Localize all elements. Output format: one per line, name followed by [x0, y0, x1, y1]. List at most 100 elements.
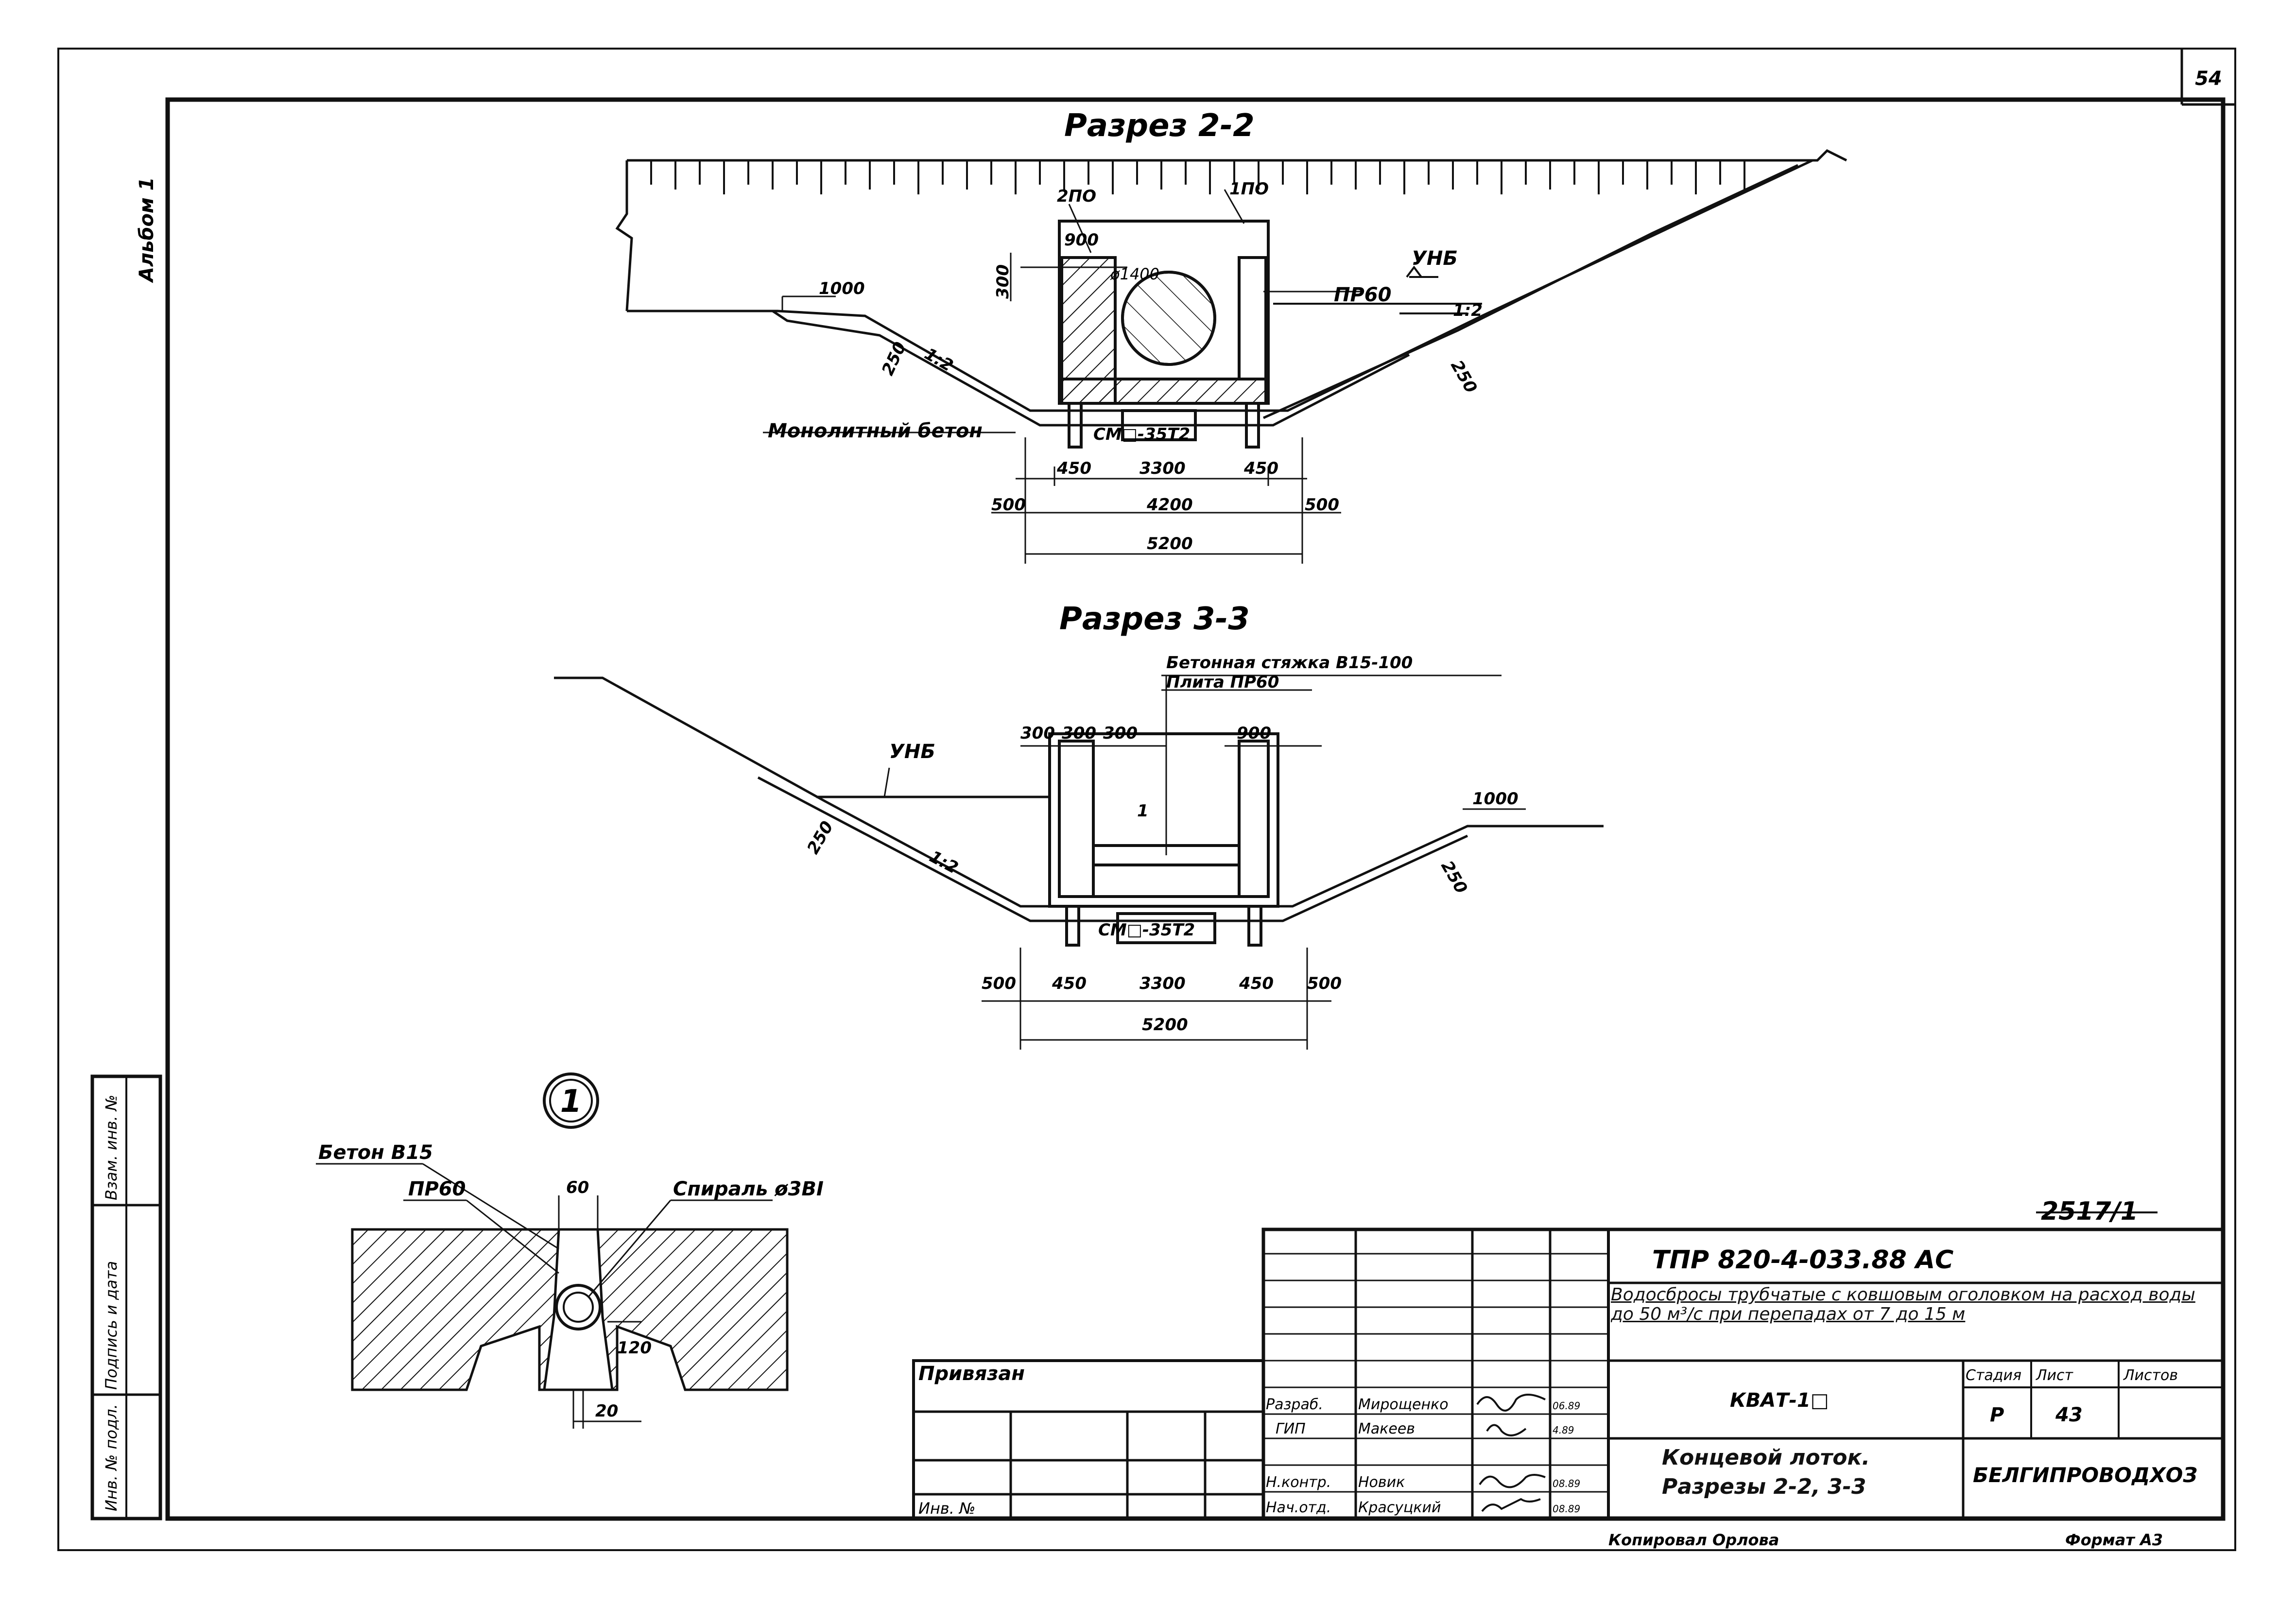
- dim-5200: 5200: [1147, 534, 1193, 553]
- label-node-pr60: ПР60: [408, 1178, 466, 1200]
- dim-900-3: 900: [1237, 724, 1271, 743]
- stamp-inv-podl: Инв. № подл.: [102, 1404, 121, 1511]
- dim-300-a: 300: [1020, 724, 1055, 743]
- section-3-3-structure: [1048, 732, 1279, 947]
- dim-450-left: 450: [1056, 459, 1091, 478]
- dim-4200: 4200: [1146, 495, 1193, 515]
- stamp-inv-replace: Взам. инв. №: [102, 1095, 121, 1200]
- dim-3300-3: 3300: [1139, 974, 1186, 993]
- doc-description: Водосбросы трубчатые с ковшовым оголовко…: [1611, 1285, 2195, 1324]
- dim-1000-3: 1000: [1472, 789, 1519, 809]
- title-block: [912, 1211, 2225, 1521]
- sheets-header: Листов: [2123, 1367, 2178, 1384]
- organization: БЕЛГИПРОВОДХОЗ: [1973, 1463, 2197, 1487]
- signature-mark: [1476, 1394, 1546, 1412]
- label-pipe: ø1400: [1110, 265, 1159, 283]
- dim-450-3-right: 450: [1239, 974, 1274, 993]
- dim-5200-3: 5200: [1142, 1015, 1188, 1035]
- dim-20: 20: [595, 1401, 618, 1421]
- dim-500-3-left: 500: [982, 974, 1016, 993]
- signature-rows: Разраб. Мирощенко 06.89 ГИП Макеев 4.89 …: [1266, 1394, 1580, 1516]
- section-3-3: Разрез 3-3 Б: [554, 601, 1604, 1050]
- node-1-detail: 1 Бетон В15 ПР60 Спираль ø3ВI 60 120 20: [316, 1072, 824, 1429]
- signature-mark: [1486, 1424, 1527, 1436]
- dim-500-left: 500: [991, 495, 1026, 515]
- dim-250-3-right: 250: [1437, 858, 1471, 897]
- label-slope-right: 1:2: [1453, 301, 1483, 320]
- label-pr60: ПР60: [1334, 284, 1391, 306]
- name-razrab: Мирощенко: [1358, 1396, 1449, 1413]
- doc-description-wrap: Водосбросы трубчатые с ковшовым оголовко…: [1611, 1285, 2195, 1324]
- stamp-signature-date: Подпись и дата: [102, 1261, 121, 1390]
- label-block: СМ□-35Т2: [1093, 425, 1190, 444]
- drawing-title: Концевой лоток. Разрезы 2-2, 3-3: [1662, 1445, 1870, 1499]
- dim-1000: 1000: [819, 279, 865, 298]
- dim-450-right: 450: [1243, 459, 1278, 478]
- bound-label: Привязан: [918, 1363, 1025, 1385]
- copied-by: Копировал Орлова: [1608, 1531, 1779, 1549]
- dim-250-3-left: 250: [803, 818, 837, 857]
- label-2po: 2ПО: [1057, 187, 1096, 206]
- doc-code: ТПР 820-4-033.88 АС: [1652, 1245, 1953, 1275]
- date-razrab: 06.89: [1553, 1400, 1580, 1412]
- dim-450-3-left: 450: [1052, 974, 1087, 993]
- section-3-3-title: Разрез 3-3: [1059, 601, 1250, 637]
- dim-900: 900: [1064, 230, 1099, 250]
- inv-label: Инв. №: [918, 1499, 975, 1518]
- section-2-2-title: Разрез 2-2: [1064, 108, 1255, 144]
- date-nachotd: 08.89: [1553, 1503, 1580, 1515]
- dim-250-right: 250: [1447, 357, 1481, 397]
- role-gip: ГИП: [1276, 1420, 1306, 1437]
- name-nachotd: Красуцкий: [1358, 1499, 1441, 1516]
- label-node-ref: 1: [1137, 801, 1149, 821]
- label-concrete-b15: Бетон В15: [318, 1141, 433, 1164]
- section-2-2-structure: [1058, 220, 1270, 449]
- label-slope-left: 1:2: [921, 344, 957, 376]
- sheet-header: Лист: [2036, 1367, 2074, 1384]
- label-spiral: Спираль ø3ВI: [673, 1178, 824, 1200]
- stage-header: Стадия: [1966, 1367, 2021, 1384]
- dim-3300: 3300: [1139, 459, 1186, 478]
- role-razrab: Разраб.: [1266, 1396, 1323, 1413]
- dim-300-c: 300: [1103, 724, 1138, 743]
- label-plate: Плита ПР60: [1166, 673, 1279, 692]
- section-2-2-fill-ticks: [650, 160, 1745, 194]
- signature-mark: [1481, 1498, 1541, 1512]
- label-screed: Бетонная стяжка В15-100: [1166, 653, 1413, 673]
- signature-mark: [1479, 1474, 1546, 1488]
- dim-250-left: 250: [878, 339, 910, 379]
- date-nkontr: 08.89: [1553, 1478, 1580, 1489]
- album-label: Альбом 1: [136, 177, 158, 283]
- node-number: 1: [560, 1084, 582, 1120]
- dim-300-b: 300: [1062, 724, 1096, 743]
- stage-value: Р: [1990, 1404, 2004, 1426]
- section-3-3-leaders: [883, 674, 1526, 1050]
- section-2-2-water: [1273, 265, 1482, 314]
- section-2-2-ground: [615, 149, 1847, 427]
- page-number: 54: [2195, 68, 2222, 90]
- drawing-title-wrap: Концевой лоток. Разрезы 2-2, 3-3: [1662, 1445, 1870, 1499]
- label-unb-3: УНБ: [889, 741, 935, 763]
- label-1po: 1ПО: [1229, 179, 1269, 199]
- label-monolithic: Монолитный бетон: [768, 420, 983, 442]
- dim-300: 300: [993, 264, 1013, 299]
- sheet-ref: 2517/1: [2041, 1197, 2138, 1226]
- dim-500-right: 500: [1305, 495, 1339, 515]
- role-nkontr: Н.контр.: [1266, 1474, 1331, 1491]
- format-label: Формат А3: [2065, 1531, 2163, 1549]
- section-2-2: Разрез 2-2: [615, 108, 1847, 564]
- dim-500-3-right: 500: [1307, 974, 1342, 993]
- label-block-3: СМ□-35Т2: [1098, 920, 1195, 940]
- product-code: КВАТ-1□: [1730, 1389, 1829, 1412]
- name-gip: Макеев: [1358, 1420, 1415, 1437]
- dim-60: 60: [566, 1178, 589, 1197]
- sheet-value: 43: [2055, 1404, 2083, 1426]
- dim-120: 120: [617, 1338, 652, 1358]
- section-2-2-leaders: [763, 189, 1361, 564]
- name-nkontr: Новик: [1358, 1474, 1405, 1491]
- role-nachotd: Нач.отд.: [1266, 1499, 1331, 1516]
- date-gip: 4.89: [1553, 1424, 1574, 1436]
- section-3-3-ground: [554, 676, 1604, 922]
- label-slope-3: 1:2: [926, 847, 962, 878]
